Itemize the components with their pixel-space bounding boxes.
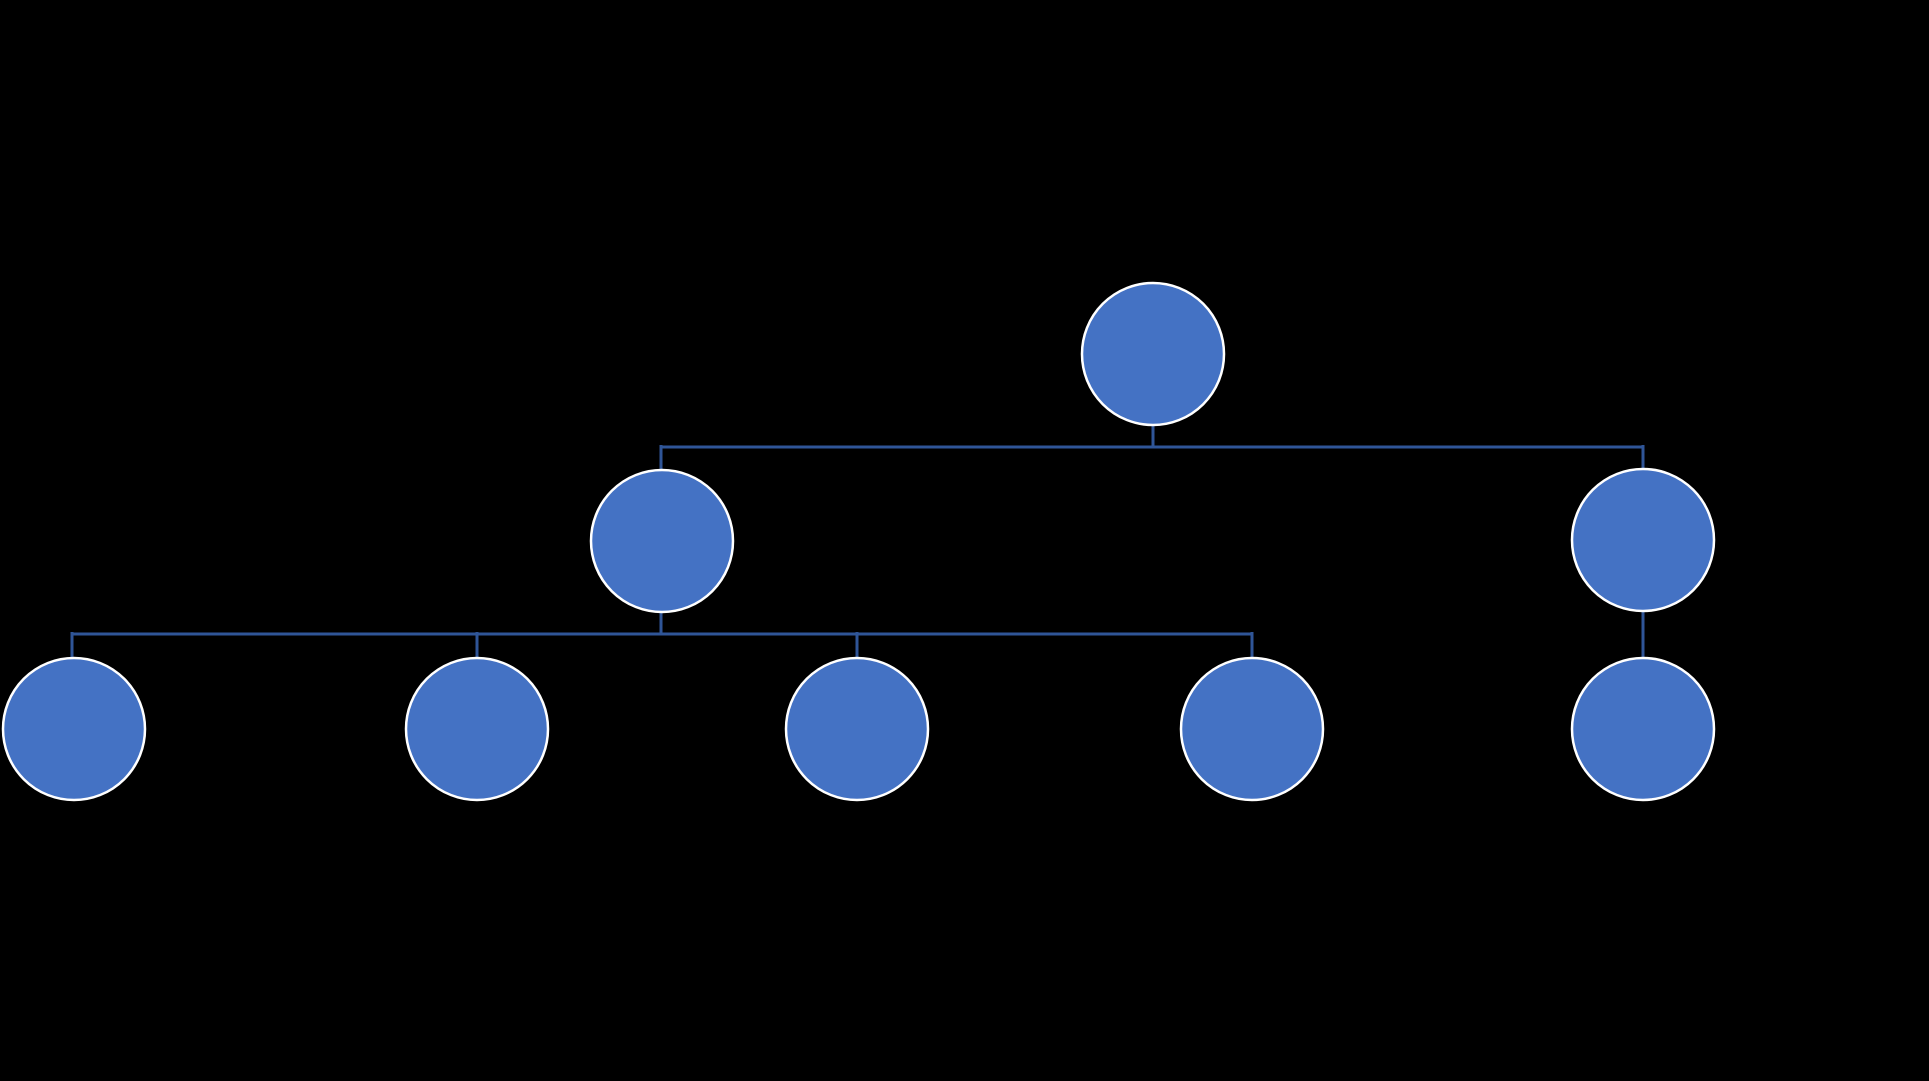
org-node-grandchild-3[interactable] [784,656,930,802]
org-node-root[interactable] [1080,281,1226,427]
org-node-circle-grandchild-5[interactable] [1570,656,1716,802]
org-node-circle-grandchild-1[interactable] [1,656,147,802]
org-node-child-left[interactable] [589,468,735,614]
org-node-child-right[interactable] [1570,467,1716,613]
org-node-circle-grandchild-4[interactable] [1179,656,1325,802]
org-node-grandchild-2[interactable] [404,656,550,802]
org-node-circle-child-left[interactable] [589,468,735,614]
org-node-circle-grandchild-3[interactable] [784,656,930,802]
org-node-grandchild-4[interactable] [1179,656,1325,802]
org-node-grandchild-5[interactable] [1570,656,1716,802]
node-layer [1,281,1716,802]
org-node-circle-child-right[interactable] [1570,467,1716,613]
org-node-circle-root[interactable] [1080,281,1226,427]
connector-layer [70,424,1645,658]
org-node-circle-grandchild-2[interactable] [404,656,550,802]
org-node-grandchild-1[interactable] [1,656,147,802]
